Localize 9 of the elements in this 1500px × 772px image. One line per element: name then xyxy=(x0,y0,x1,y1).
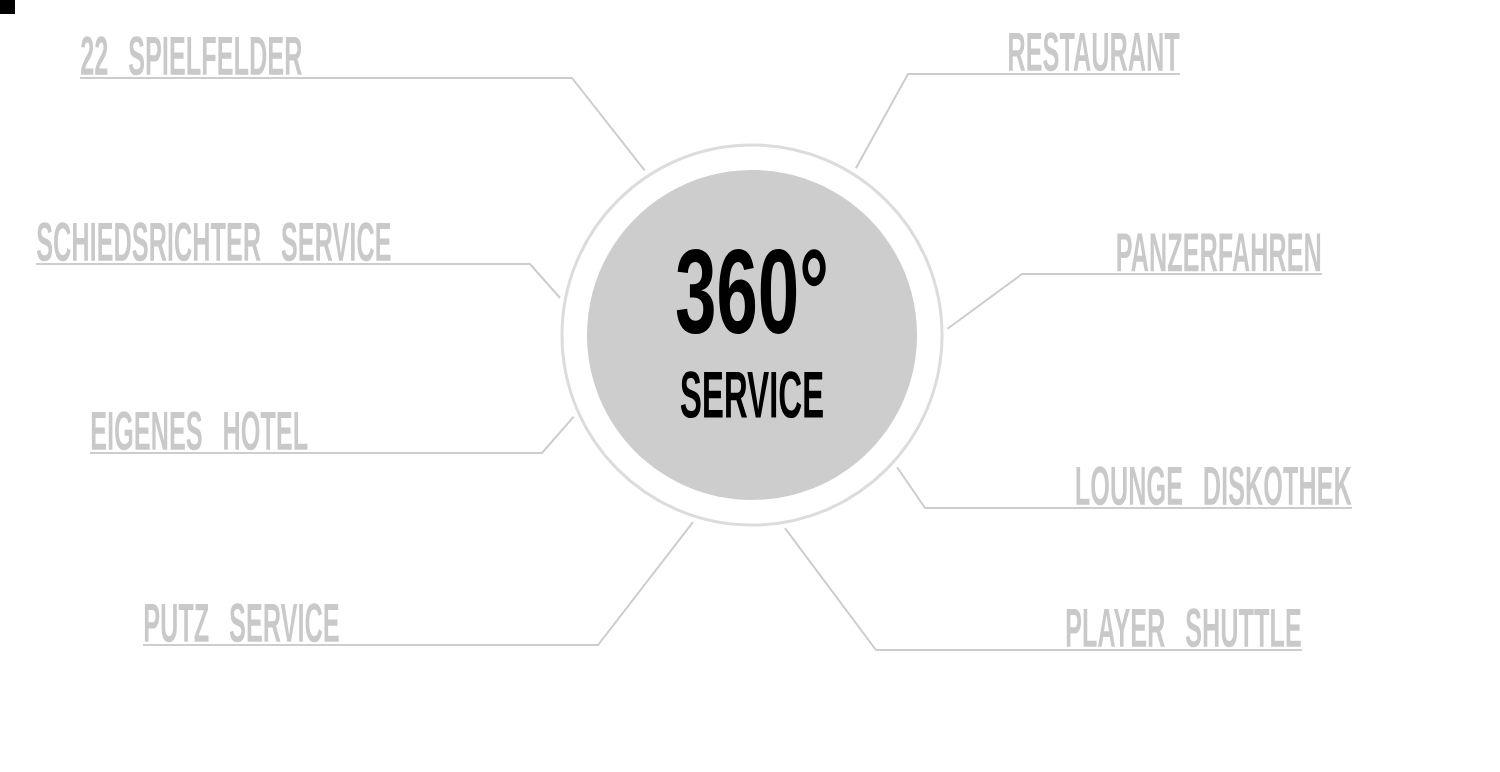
leader-line xyxy=(896,466,1353,509)
leader-line xyxy=(783,527,1303,651)
leader-line xyxy=(142,521,694,646)
leader-line xyxy=(854,73,1181,170)
leader-line xyxy=(946,273,1323,330)
leader-line xyxy=(35,263,562,299)
circle-node: 360° SERVICE xyxy=(560,143,944,527)
leader-line xyxy=(79,77,646,172)
leader-line xyxy=(89,415,575,454)
